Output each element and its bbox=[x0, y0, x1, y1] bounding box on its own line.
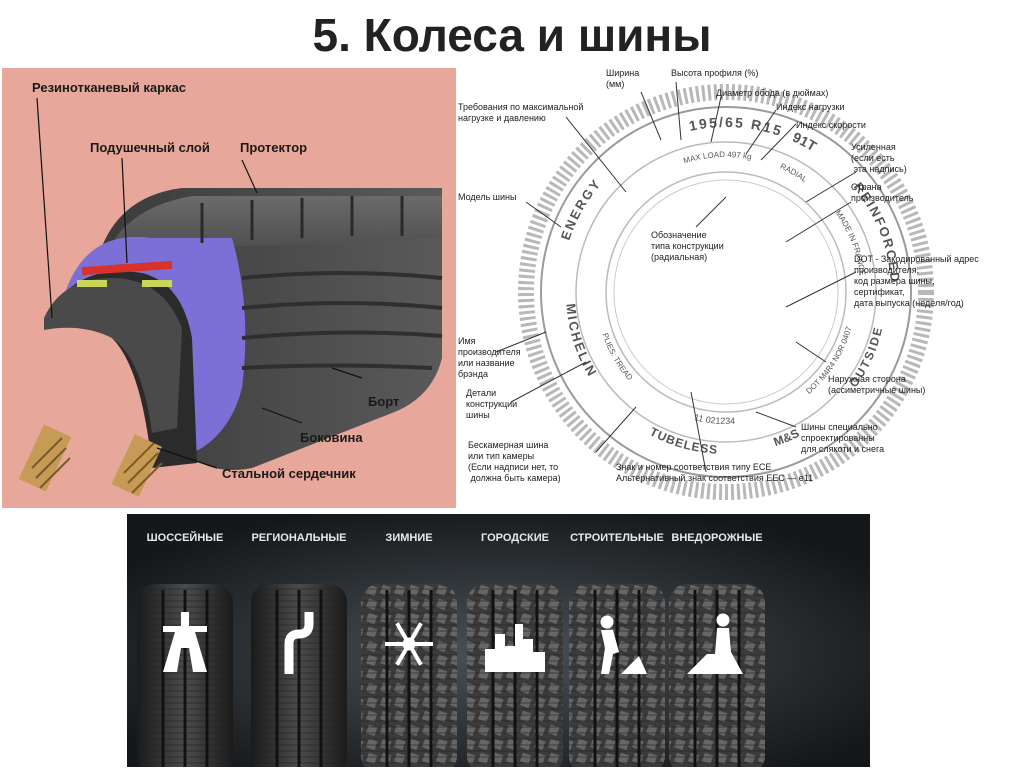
label-carcass: Резинотканевый каркас bbox=[32, 80, 186, 95]
tread-types-drawing: ШОССЕЙНЫЕ РЕГИОНАЛЬНЫЕ ЗИМНИЕ ГОРОДСКИЕ СТРО… bbox=[127, 514, 870, 772]
steel-core-left bbox=[18, 424, 72, 492]
worker-icon bbox=[600, 615, 647, 674]
tire-text-ece: 11 021234 bbox=[693, 412, 735, 426]
tire-text-plies: PLIES: TREAD bbox=[600, 332, 634, 382]
label-sidewall: Боковина bbox=[300, 430, 363, 445]
winding-icon bbox=[284, 612, 314, 674]
annot-reinforced: Усиленная(если есть эта надпись) bbox=[851, 142, 907, 174]
label-cushion: Подушечный слой bbox=[90, 140, 210, 155]
slide-title: 5. Колеса и шины bbox=[312, 9, 712, 61]
tread-type-label: ГОРОДСКИЕ bbox=[481, 532, 549, 544]
road-icon bbox=[163, 612, 207, 672]
snowflake-icon bbox=[385, 622, 433, 666]
annot-load-index: Индекс нагрузки bbox=[776, 102, 845, 112]
tire-text-load-speed: 91T bbox=[790, 129, 820, 155]
tread-tire-2 bbox=[251, 584, 347, 772]
tire-cross-section-drawing: Резинотканевый каркас Подушечный слой Пр… bbox=[18, 80, 443, 497]
tread-tire-1 bbox=[137, 584, 233, 772]
tread-tire-4 bbox=[467, 584, 563, 772]
tread-type-label: ЗИМНИЕ bbox=[385, 532, 432, 544]
label-tread: Протектор bbox=[240, 140, 307, 155]
tire-cross-section-panel: Резинотканевый каркас Подушечный слой Пр… bbox=[2, 68, 456, 508]
tread-type-label: ШОССЕЙНЫЕ bbox=[147, 531, 224, 544]
annot-profile: Высота профиля (%) bbox=[671, 68, 758, 78]
svg-text:MICHELIN: MICHELIN bbox=[563, 303, 600, 380]
annot-model: Модель шины bbox=[458, 192, 517, 202]
tread-type-label: РЕГИОНАЛЬНЫЕ bbox=[251, 532, 346, 544]
offroad-icon bbox=[687, 613, 743, 674]
tire-text-brand: MICHELIN bbox=[563, 303, 598, 380]
tire-marking-diagram: 195/65 R15 91T REINFORCED ENERGY MAX LOA… bbox=[458, 68, 979, 500]
tread-tire-3 bbox=[361, 584, 457, 772]
annot-rim: Диаметр обода (в дюймах) bbox=[716, 88, 828, 98]
tire-tread-ring bbox=[518, 84, 934, 500]
label-steel-core: Стальной сердечник bbox=[222, 466, 356, 481]
steel-core-right bbox=[111, 434, 163, 497]
tread-type-label: СТРОИТЕЛЬНЫЕ bbox=[570, 532, 664, 544]
svg-text:11 021234: 11 021234 bbox=[693, 412, 735, 426]
annot-outside: Наружная сторона(ассиметричные шины) bbox=[828, 374, 925, 395]
tread-type-label: ВНЕДОРОЖНЫЕ bbox=[671, 532, 762, 544]
tread-tire-6 bbox=[669, 584, 765, 772]
tread-types-panel: ШОССЕЙНЫЕ РЕГИОНАЛЬНЫЕ ЗИМНИЕ ГОРОДСКИЕ СТРО… bbox=[127, 514, 870, 772]
tire-marking-panel: 195/65 R15 91T REINFORCED ENERGY MAX LOA… bbox=[456, 62, 1024, 512]
svg-text:91T: 91T bbox=[790, 129, 820, 155]
svg-text:PLIES: TREAD: PLIES: TREAD bbox=[600, 332, 634, 382]
tread-tire-5 bbox=[569, 584, 665, 772]
annot-width: Ширина(мм) bbox=[606, 68, 639, 89]
tire-text-max-load: MAX LOAD 497 kg bbox=[682, 150, 752, 166]
tread-block bbox=[102, 196, 442, 288]
label-bead: Борт bbox=[368, 394, 399, 409]
svg-text:MAX LOAD 497 kg: MAX LOAD 497 kg bbox=[682, 150, 752, 166]
city-icon bbox=[485, 624, 545, 672]
annot-speed-index: Индекс скорости bbox=[796, 120, 866, 130]
